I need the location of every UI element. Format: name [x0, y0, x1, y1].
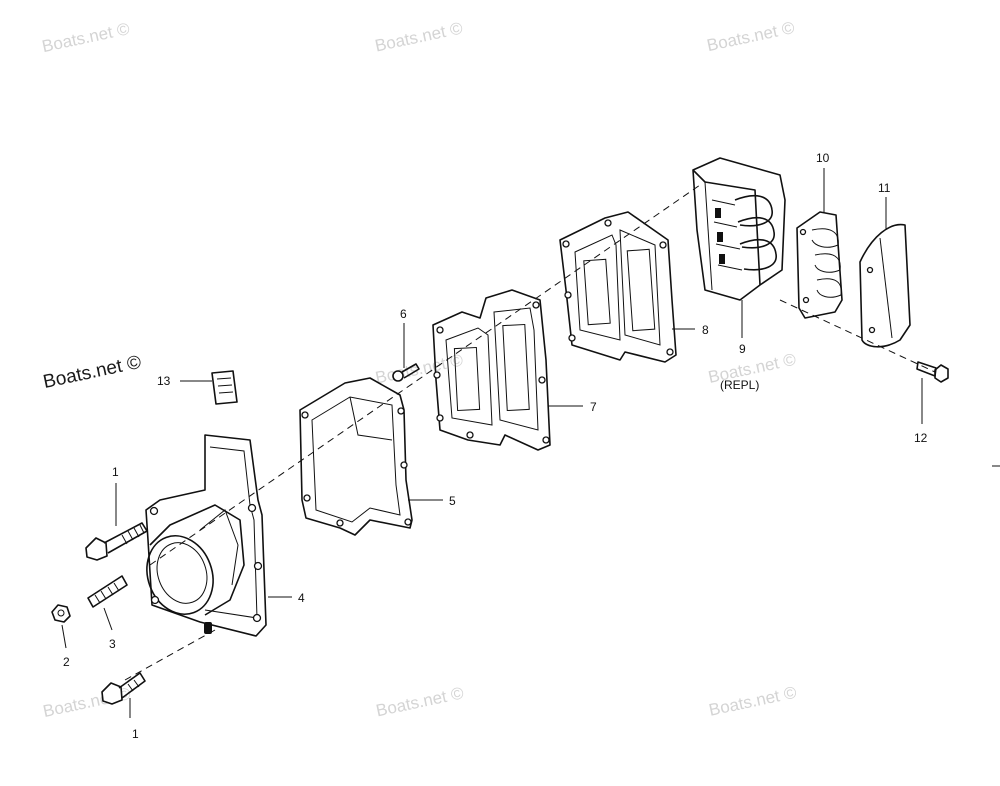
- callout-11: 11: [878, 181, 891, 195]
- callout-6: 6: [400, 307, 407, 321]
- leader-2: [61, 624, 67, 649]
- callout-2: 2: [63, 655, 70, 669]
- callout-9-note: (REPL): [720, 378, 759, 392]
- assembly-axis-upper: [149, 184, 701, 566]
- nut: [51, 604, 71, 623]
- adapter-plate: [145, 434, 267, 637]
- callout-12: 12: [914, 431, 928, 445]
- callout-4: 4: [298, 591, 305, 605]
- callout-1-upper: 1: [112, 465, 119, 479]
- screw-reed-stop: [916, 361, 949, 383]
- callout-3: 3: [109, 637, 116, 651]
- gasket-reed-block: [559, 211, 677, 363]
- reed-petals: [796, 211, 843, 319]
- screw-small: [392, 363, 420, 382]
- gasket-large: [299, 377, 413, 536]
- watermark-top-center: Boats.net ©: [373, 18, 465, 55]
- leader-3: [103, 607, 113, 631]
- watermark-top-left: Boats.net ©: [40, 19, 132, 56]
- callout-8: 8: [702, 323, 709, 337]
- reed-block: [692, 157, 786, 301]
- watermark-bottom-right: Boats.net ©: [707, 683, 799, 720]
- decal: [211, 370, 238, 405]
- callout-9: 9: [739, 342, 746, 356]
- callout-10: 10: [816, 151, 830, 165]
- watermark-bottom-center: Boats.net ©: [374, 683, 466, 720]
- watermark-top-right: Boats.net ©: [705, 18, 797, 55]
- assembly-axis-lower: [124, 629, 216, 681]
- reed-stop: [859, 223, 911, 348]
- bolt-lower: [101, 672, 146, 705]
- watermark-mid-left: Boats.net ©: [41, 352, 143, 393]
- assembly-axis-right: [779, 299, 936, 373]
- callout-1-lower: 1: [132, 727, 139, 741]
- bolt-upper: [85, 522, 148, 561]
- stud: [87, 575, 128, 608]
- callout-5: 5: [449, 494, 456, 508]
- gasket-double: [432, 289, 551, 451]
- callout-7: 7: [590, 400, 597, 414]
- callout-13: 13: [157, 374, 171, 388]
